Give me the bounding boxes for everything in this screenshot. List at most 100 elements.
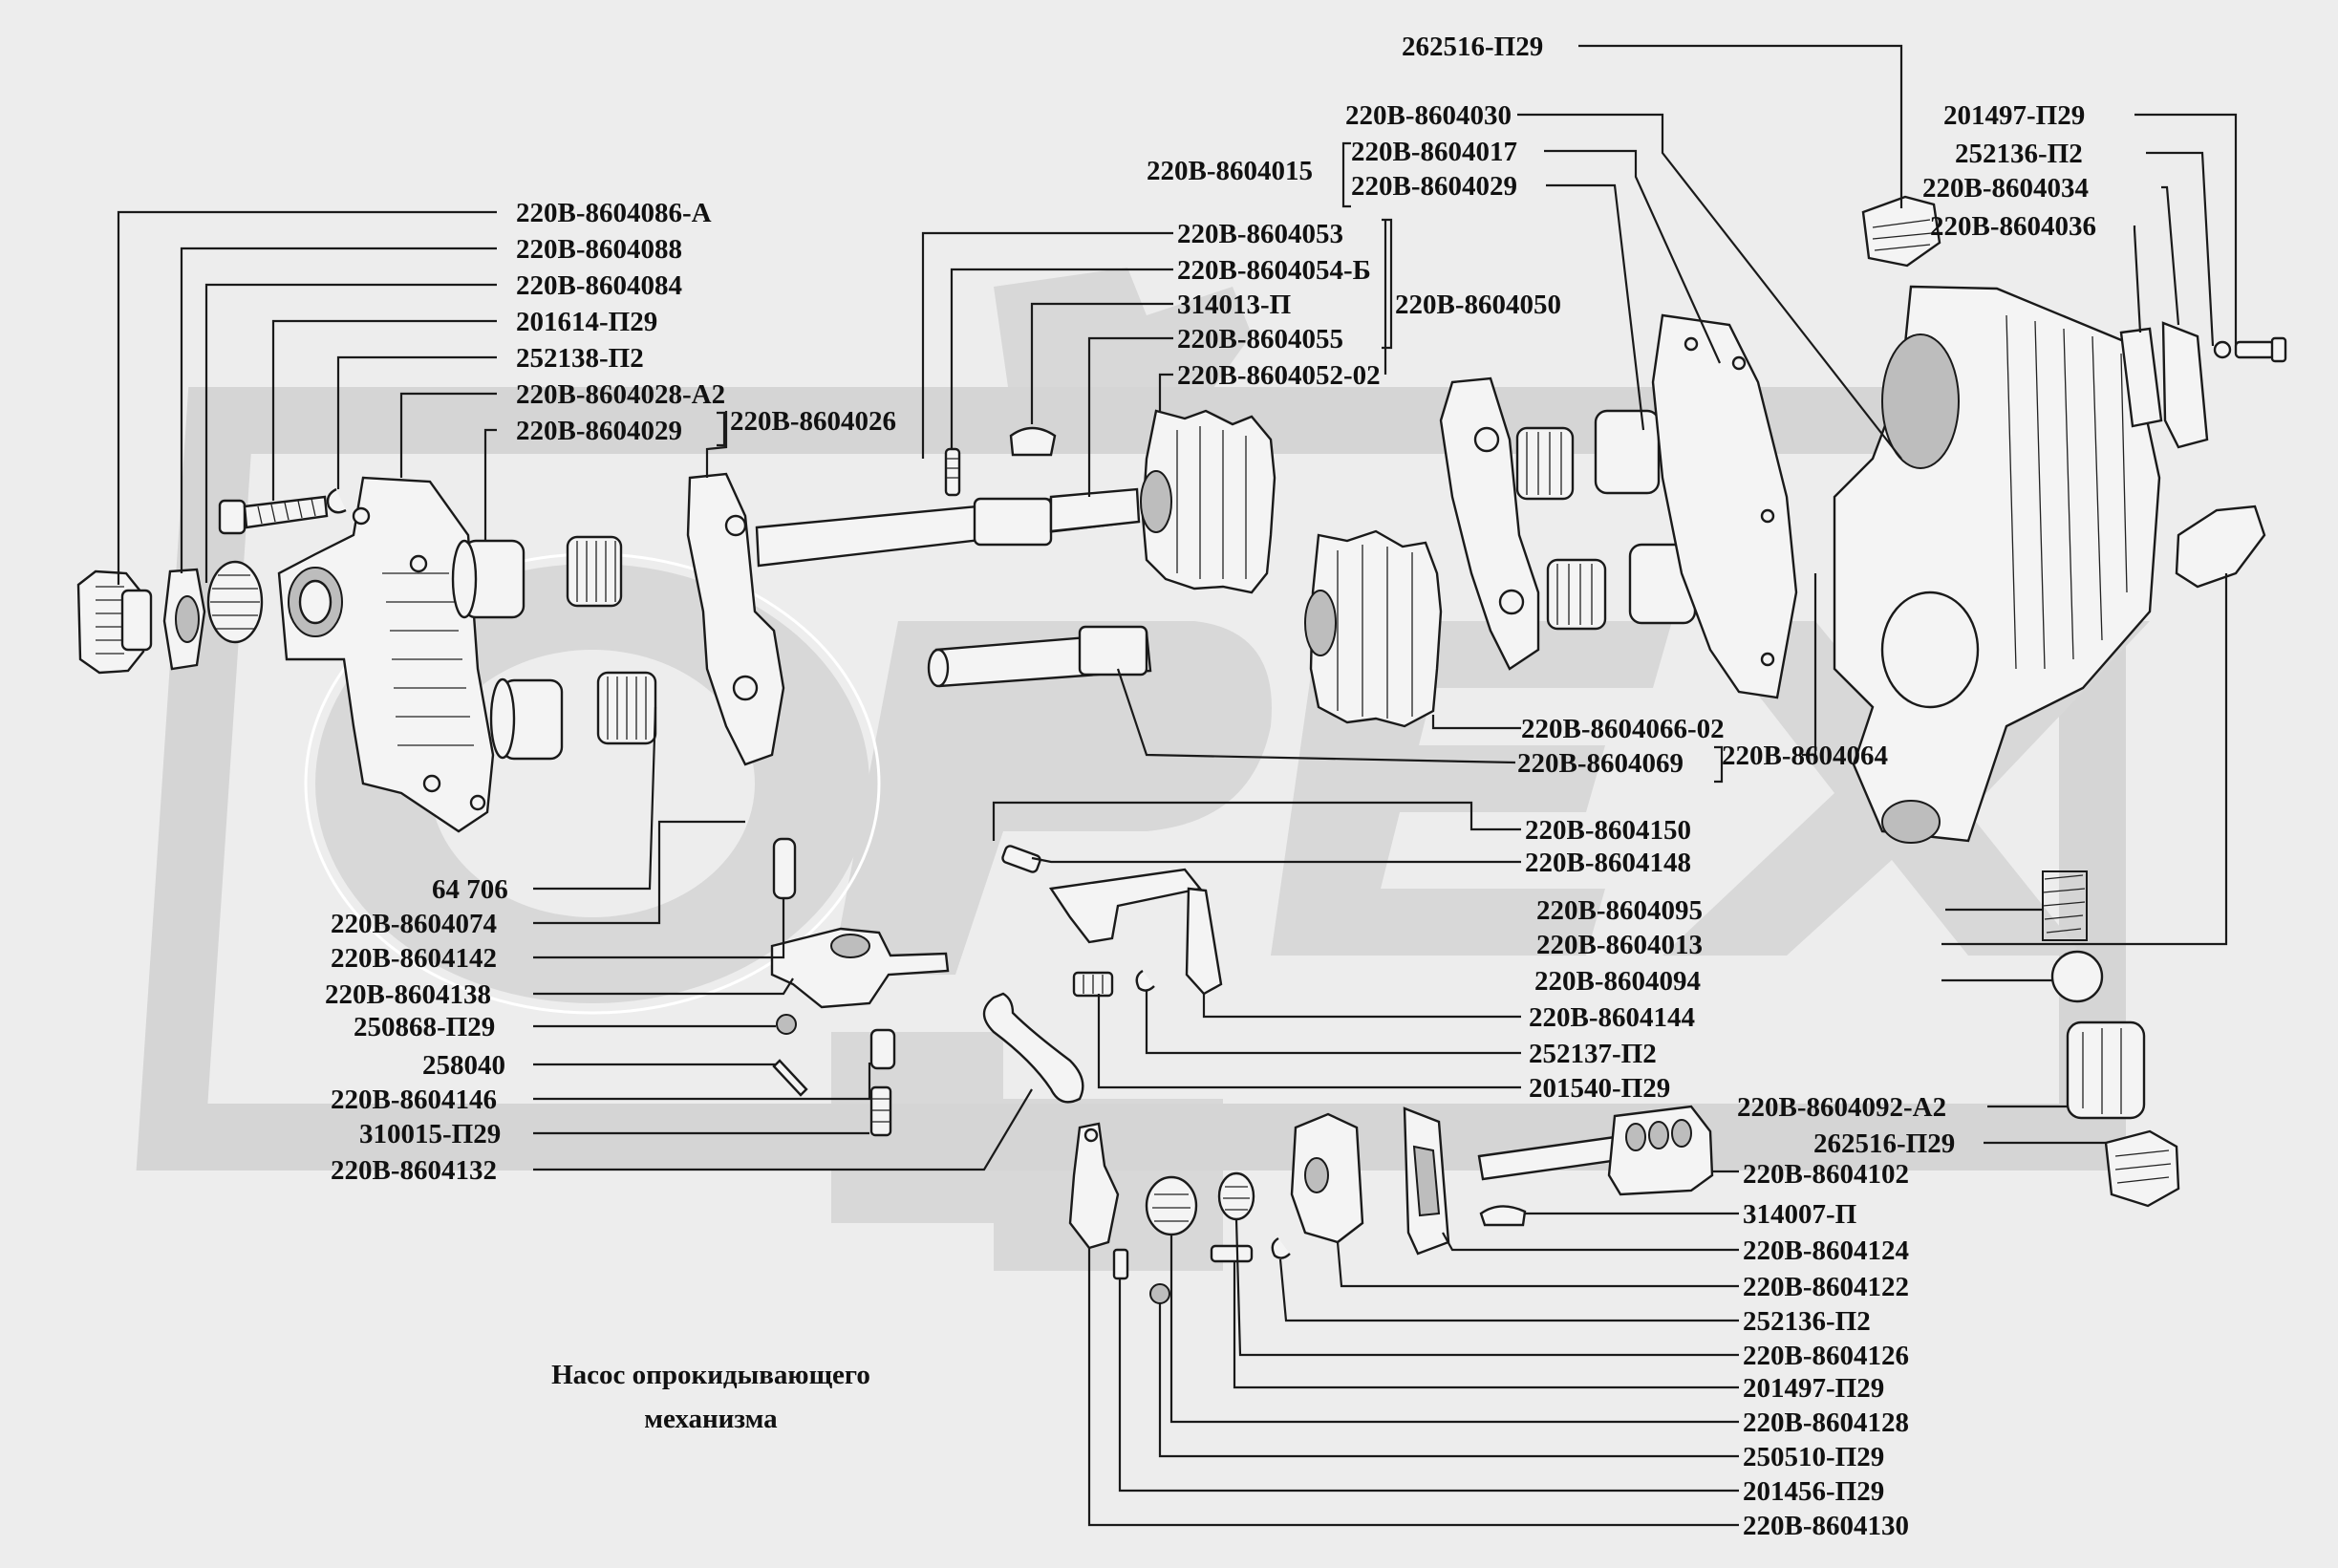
leader-lines <box>117 44 2238 1527</box>
label-220V-8604144: 220В-8604144 <box>1529 1002 1695 1033</box>
bolt-201456-P29 <box>1112 1248 1129 1280</box>
plug-220V-8604086-A <box>76 569 153 675</box>
label-220V-8604148: 220В-8604148 <box>1525 848 1691 878</box>
label-252136-P2-top: 252136-П2 <box>1955 139 2083 169</box>
bolt-201614-P29 <box>218 495 329 535</box>
label-220V-8604030: 220В-8604030 <box>1345 100 1512 131</box>
label-220V-8604066-02: 220В-8604066-02 <box>1521 714 1725 744</box>
plate-220V-8604026 <box>686 472 785 766</box>
label-220V-8604053: 220В-8604053 <box>1177 219 1343 249</box>
label-250868-P29: 250868-П29 <box>354 1012 495 1042</box>
label-220V-8604026: 220В-8604026 <box>730 406 896 437</box>
washer-252136-P2-top <box>2213 340 2232 359</box>
bearing-220V-8604017-lower <box>1546 543 1697 631</box>
cover-220V-8604028-A2 <box>277 476 495 833</box>
gasket-220V-8604124 <box>1403 1106 1450 1256</box>
bolt-201497-P29-bottom <box>1210 1244 1254 1263</box>
valve-220V-8604092-A2 <box>2066 1020 2146 1120</box>
gasket-220V-8604015 <box>1651 313 1798 699</box>
bushing-220V-8604128 <box>1145 1175 1198 1236</box>
shaft-220V-8604050 <box>755 487 1141 568</box>
label-220V-8604036: 220В-8604036 <box>1930 211 2096 242</box>
label-252138-P2: 252138-П2 <box>516 343 644 374</box>
label-220V-8604130: 220В-8604130 <box>1743 1511 1909 1541</box>
bearing-220V-8604017-upper <box>1515 409 1661 501</box>
label-64-706: 64 706 <box>432 874 508 905</box>
shaft-220V-8604069 <box>927 625 1152 688</box>
group-bracket-8604064 <box>1714 745 1724 784</box>
label-220V-8604150: 220В-8604150 <box>1525 815 1691 846</box>
pin-220V-8604053 <box>944 447 961 497</box>
label-220V-8604088: 220В-8604088 <box>516 234 682 265</box>
label-252136-P2-bottom: 252136-П2 <box>1743 1306 1871 1337</box>
label-201497-P29-bottom: 201497-П29 <box>1743 1373 1884 1404</box>
label-220V-8604015: 220В-8604015 <box>1147 156 1313 186</box>
bolt-201497-P29-top <box>2234 336 2287 363</box>
label-220V-8604124: 220В-8604124 <box>1743 1235 1909 1266</box>
filter-220V-8604084 <box>206 560 264 644</box>
group-bracket-8604026 <box>717 411 726 447</box>
label-220V-8604055: 220В-8604055 <box>1177 324 1343 354</box>
label-201456-P29: 201456-П29 <box>1743 1476 1884 1507</box>
label-310015-P29: 310015-П29 <box>359 1119 501 1149</box>
label-220V-8604054-B: 220В-8604054-Б <box>1177 255 1371 286</box>
label-220V-8604084: 220В-8604084 <box>516 270 682 301</box>
spring-220V-8604095 <box>2042 870 2088 941</box>
label-220V-8604146: 220В-8604146 <box>331 1085 497 1115</box>
bushing-220V-8604146 <box>869 1028 896 1070</box>
gear-220V-8604066-02 <box>1304 529 1443 728</box>
label-201540-P29: 201540-П29 <box>1529 1073 1670 1104</box>
housing-220V-8604064 <box>1833 285 2161 844</box>
label-201497-P29-top: 201497-П29 <box>1943 100 2085 131</box>
label-220V-8604069: 220В-8604069 <box>1517 748 1684 779</box>
label-220V-8604074: 220В-8604074 <box>331 909 497 939</box>
label-258040: 258040 <box>422 1050 505 1081</box>
washer-252136-P2-bottom <box>1271 1236 1291 1259</box>
label-220V-8604029-right: 220В-8604029 <box>1351 171 1517 202</box>
nut-250868-P29 <box>776 1014 797 1035</box>
label-201614-P29: 201614-П29 <box>516 307 657 337</box>
label-220V-8604142: 220В-8604142 <box>331 943 497 974</box>
washer-252137-P2 <box>1135 969 1155 992</box>
spring-220V-8604132 <box>982 992 1084 1104</box>
plate-220V-8604030 <box>1439 376 1540 671</box>
bolt-310015-P29 <box>869 1085 892 1137</box>
bushing-220V-8604029-lower <box>489 677 564 761</box>
nut-250510-P29 <box>1149 1283 1170 1304</box>
label-252137-P2: 252137-П2 <box>1529 1039 1657 1069</box>
group-bracket-8604015 <box>1341 141 1351 208</box>
label-220V-8604128: 220В-8604128 <box>1743 1407 1909 1438</box>
pin-258040 <box>772 1059 808 1097</box>
label-220V-8604138: 220В-8604138 <box>325 979 491 1010</box>
part-labels: 262516-П29 220В-8604030 220В-8604017 220… <box>325 32 2096 1541</box>
label-262516-P29-top: 262516-П29 <box>1402 32 1543 62</box>
label-220V-8604086-A: 220В-8604086-А <box>516 198 712 228</box>
label-220V-8604132: 220В-8604132 <box>331 1155 497 1186</box>
key-314013-P <box>1009 426 1057 457</box>
label-220V-8604064: 220В-8604064 <box>1722 741 1888 771</box>
caption-line-2: механизма <box>644 1404 778 1434</box>
plug-262516-P29-bottom <box>2104 1129 2180 1208</box>
lever-220V-8604130 <box>1068 1122 1120 1250</box>
label-220V-8604126: 220В-8604126 <box>1743 1341 1909 1371</box>
label-220V-8604095: 220В-8604095 <box>1536 895 1703 926</box>
label-220V-8604094: 220В-8604094 <box>1534 966 1701 997</box>
label-262516-P29-bottom: 262516-П29 <box>1813 1128 1955 1159</box>
plug-262516-P29-top <box>1861 195 1941 268</box>
label-220V-8604122: 220В-8604122 <box>1743 1272 1909 1302</box>
screw-201540-P29 <box>1072 971 1114 998</box>
label-220V-8604013: 220В-8604013 <box>1536 930 1703 960</box>
label-220V-8604092-A2: 220В-8604092-А2 <box>1737 1092 1946 1123</box>
label-220V-8604052-02: 220В-8604052-02 <box>1177 360 1381 391</box>
cover-220V-8604122 <box>1290 1112 1364 1244</box>
lever-220V-8604148 <box>1048 868 1223 996</box>
bushing-220V-8604029-upper <box>451 539 526 619</box>
ball-220V-8604094 <box>2050 950 2104 1003</box>
label-314013-P: 314013-П <box>1177 290 1291 320</box>
nut-220V-8604126 <box>1217 1171 1255 1221</box>
label-220V-8604028-A2: 220В-8604028-А2 <box>516 379 725 410</box>
label-220V-8604029-left: 220В-8604029 <box>516 416 682 446</box>
label-220V-8604034: 220В-8604034 <box>1922 173 2089 204</box>
rod-220V-8604142 <box>772 837 797 900</box>
